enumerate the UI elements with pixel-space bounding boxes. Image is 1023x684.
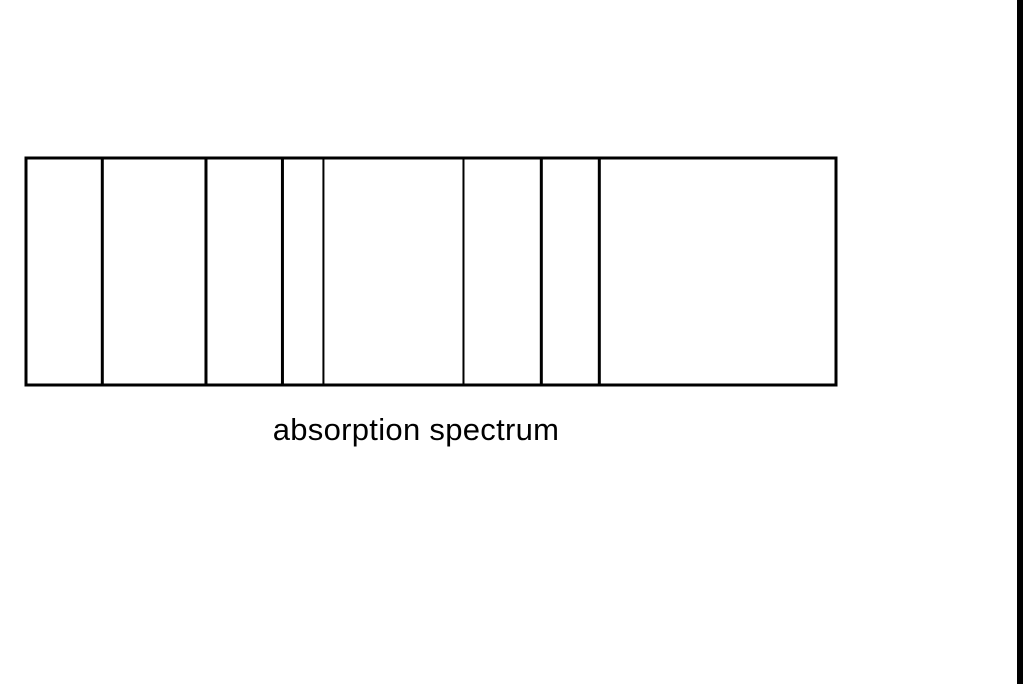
spectrum-frame: [24, 156, 838, 387]
absorption-lines: [100, 158, 601, 385]
diagram-caption: absorption spectrum: [272, 412, 560, 447]
page-edge-bar: [1017, 0, 1023, 684]
